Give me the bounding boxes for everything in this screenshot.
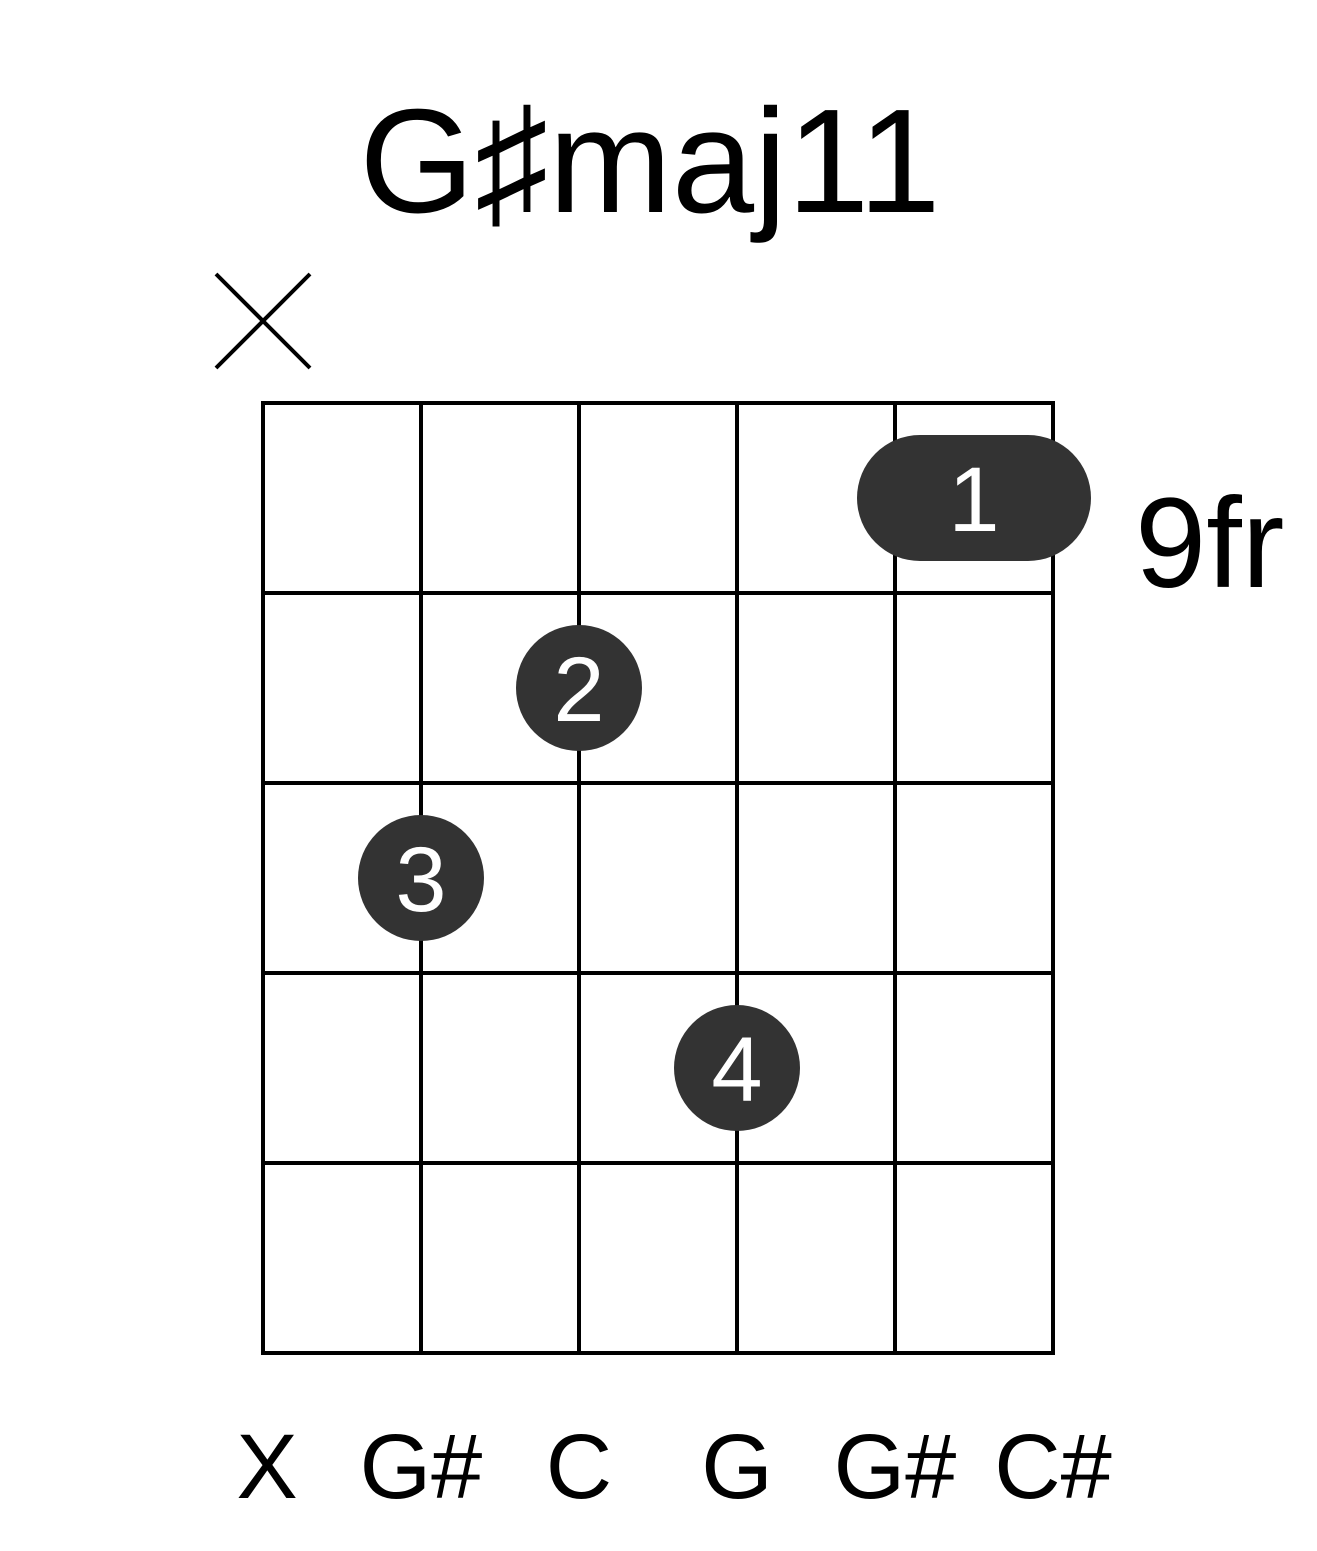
fretboard-grid	[261, 401, 1055, 1355]
finger-dot-4: 4	[674, 1005, 800, 1131]
finger-number: 4	[711, 1019, 762, 1121]
note-label-string-1: X	[236, 1416, 297, 1518]
barre-finger-1: 1	[857, 435, 1091, 561]
finger-number: 3	[395, 829, 446, 931]
fret-position-label: 9fr	[1135, 472, 1284, 615]
note-label-string-5: G#	[834, 1416, 957, 1518]
chord-title: G♯maj11	[359, 79, 940, 244]
finger-dot-2: 2	[516, 625, 642, 751]
barre-shape	[857, 435, 1091, 561]
finger-dots: 1 2 3 4	[358, 435, 1091, 1131]
note-label-string-6: C#	[994, 1416, 1112, 1518]
finger-number: 2	[553, 639, 604, 741]
finger-dot-3: 3	[358, 815, 484, 941]
note-label-string-3: C	[546, 1416, 612, 1518]
finger-circle	[674, 1005, 800, 1131]
x-mark-icon	[214, 272, 312, 370]
note-label-string-2: G#	[360, 1416, 483, 1518]
note-label-string-4: G	[701, 1416, 773, 1518]
finger-number: 1	[948, 449, 999, 551]
muted-markers	[214, 272, 312, 370]
x-mark-stroke-b	[214, 272, 312, 370]
finger-circle	[516, 625, 642, 751]
finger-circle	[358, 815, 484, 941]
